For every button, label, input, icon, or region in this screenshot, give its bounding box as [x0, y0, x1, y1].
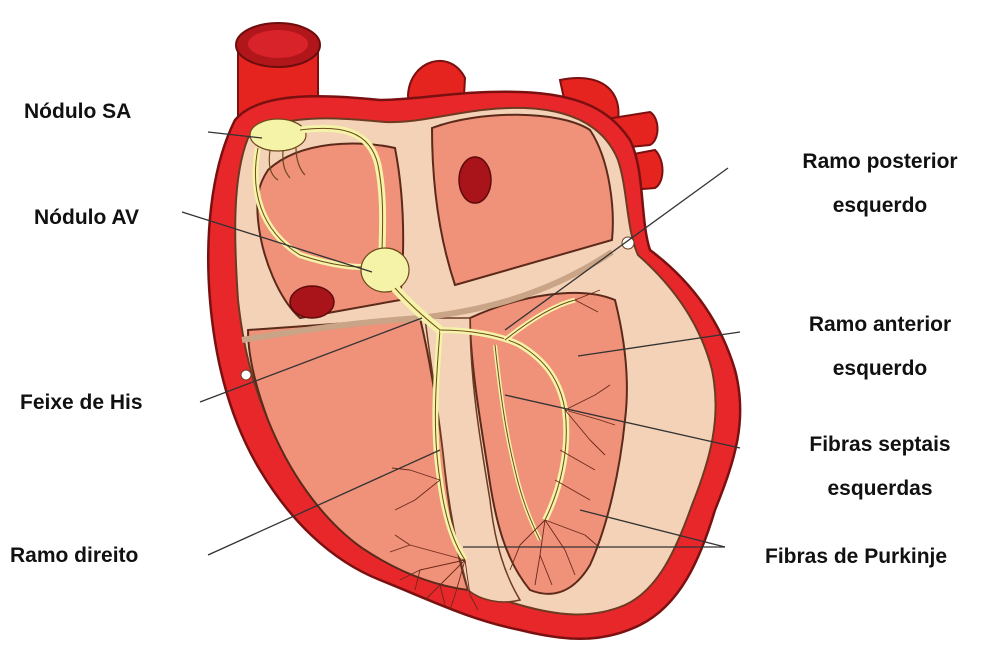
label-left-anterior-line2: esquerdo: [809, 347, 951, 391]
mitral-opening: [459, 157, 491, 203]
label-purkinje: Fibras de Purkinje: [765, 546, 947, 567]
label-septal-fibers-line1: Fibras septais: [809, 423, 950, 467]
label-left-posterior-line2: esquerdo: [802, 184, 957, 228]
label-sa-node: Nódulo SA: [24, 101, 131, 122]
tricuspid-opening: [290, 286, 334, 318]
label-his-bundle: Feixe de His: [20, 392, 143, 413]
label-septal-fibers-line2: esquerdas: [809, 467, 950, 511]
label-right-branch: Ramo direito: [10, 545, 138, 566]
label-av-node: Nódulo AV: [34, 207, 139, 228]
sa-node-shape: [250, 119, 306, 151]
ventricle-notch-left: [241, 370, 251, 380]
label-left-anterior: Ramo anterior esquerdo: [809, 303, 951, 391]
label-left-anterior-line1: Ramo anterior: [809, 303, 951, 347]
av-node-shape: [361, 248, 409, 292]
label-left-posterior-line1: Ramo posterior: [802, 140, 957, 184]
label-left-posterior: Ramo posterior esquerdo: [802, 140, 957, 228]
label-septal-fibers: Fibras septais esquerdas: [809, 423, 950, 511]
vena-cava-lumen: [248, 30, 308, 58]
